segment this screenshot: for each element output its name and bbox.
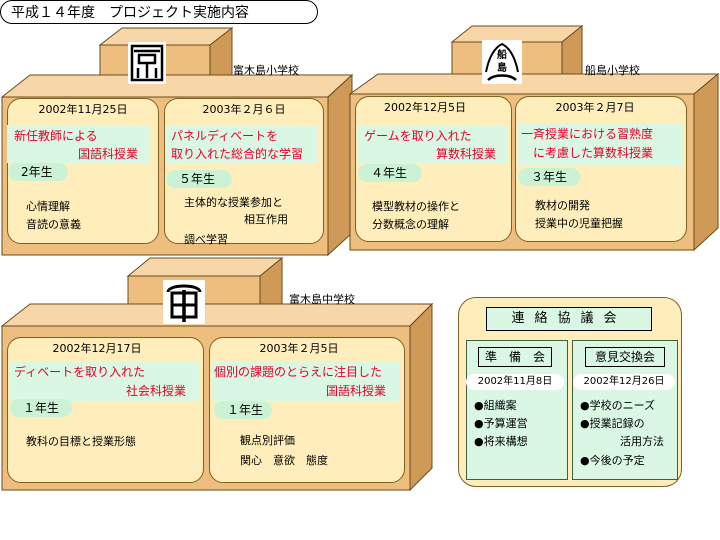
prep-item: ●将来構想 <box>474 435 528 448</box>
lesson-theme-line2: 国語科授業 <box>78 147 139 161</box>
grade-badge: １年生 <box>10 399 72 417</box>
svg-text:島: 島 <box>497 61 507 74</box>
lesson-point: 相互作用 <box>244 213 288 226</box>
grade-badge: 2年生 <box>8 163 68 181</box>
grade-badge: ４年生 <box>358 164 422 182</box>
lesson-point: 調べ学習 <box>184 233 228 246</box>
grade-badge: ３年生 <box>518 168 580 186</box>
grade-badge: １年生 <box>214 401 272 419</box>
exchange-item: 活用方法 <box>620 435 664 448</box>
tomikijima-elementary-emblem <box>128 42 166 84</box>
theme-highlight <box>9 362 199 402</box>
lesson-point: 関心 意欲 態度 <box>240 454 328 467</box>
lesson-point: 主体的な授業参加と <box>184 196 283 209</box>
lesson-theme-line2: 社会科授業 <box>126 384 187 398</box>
lesson-theme-line1: 個別の課題のとらえに注目した <box>214 365 383 379</box>
lesson-panel-funashima-sho-1 <box>355 96 512 242</box>
theme-highlight <box>211 362 400 402</box>
exchange-meeting-heading: 意見交換会 <box>585 347 665 367</box>
prep-item: ●組織案 <box>474 399 517 412</box>
lesson-date: 2003年２月7日 <box>555 101 635 114</box>
theme-highlight <box>517 123 683 165</box>
tomikijima-junior-high-emblem <box>163 280 205 324</box>
lesson-theme-line2: 算数科授業 <box>436 147 497 161</box>
exchange-meeting-date: 2002年12月26日 <box>573 374 675 390</box>
school-name-tomikijima-chu: 富木島中学校 <box>289 293 355 306</box>
lesson-theme-line1: ディベートを取り入れた <box>14 365 146 379</box>
lesson-panel-tomikijima-chu-1 <box>7 337 204 483</box>
exchange-item: ●今後の予定 <box>580 454 645 467</box>
lesson-point: 分数概念の理解 <box>372 218 449 231</box>
lesson-date: 2003年２月5日 <box>259 342 339 355</box>
grade-badge: ５年生 <box>166 170 232 188</box>
lesson-point: 観点別評価 <box>240 434 295 447</box>
lesson-date: 2003年２月６日 <box>202 103 286 116</box>
prep-item: ●予算運営 <box>474 417 528 430</box>
school-name-tomikijima-sho: 富木島小学校 <box>233 64 299 77</box>
lesson-date: 2002年11月25日 <box>38 103 128 116</box>
lesson-theme-line2: 取り入れた総合的な学習 <box>171 147 304 161</box>
lesson-point: 模型教材の操作と <box>372 200 460 213</box>
lesson-point: 授業中の児童把握 <box>535 217 623 230</box>
lesson-point: 教科の目標と授業形態 <box>26 435 136 448</box>
lesson-theme-line1: ゲームを取り入れた <box>364 129 472 143</box>
council-title: 連絡協議会 <box>486 307 652 331</box>
funashima-elementary-emblem: 船 島 <box>482 40 522 84</box>
lesson-point: 音読の意義 <box>26 218 81 231</box>
theme-highlight <box>7 125 150 163</box>
prep-meeting-date: 2002年11月8日 <box>466 374 564 390</box>
lesson-point: 教材の開発 <box>535 199 590 212</box>
lesson-theme-line1: パネルディベートを <box>171 129 279 143</box>
lesson-theme-line2: に考慮した算数科授業 <box>533 146 654 160</box>
theme-highlight <box>357 125 507 163</box>
theme-highlight <box>166 125 318 163</box>
lesson-theme-line1: 新任教師による <box>14 129 98 143</box>
lesson-date: 2002年12月5日 <box>384 101 466 114</box>
school-name-funashima-sho: 船島小学校 <box>585 64 640 77</box>
lesson-date: 2002年12月17日 <box>52 342 142 355</box>
lesson-point: 心情理解 <box>26 200 70 213</box>
svg-text:船: 船 <box>497 48 507 61</box>
exchange-item: ●授業記録の <box>580 417 645 430</box>
page-title: 平成１４年度 プロジェクト実施内容 <box>0 0 318 24</box>
lesson-theme-line1: 一斉授業における習熟度 <box>521 127 654 141</box>
lesson-theme-line2: 国語科授業 <box>326 384 387 398</box>
exchange-item: ●学校のニーズ <box>580 399 656 412</box>
prep-meeting-heading: 準 備 会 <box>478 347 552 367</box>
